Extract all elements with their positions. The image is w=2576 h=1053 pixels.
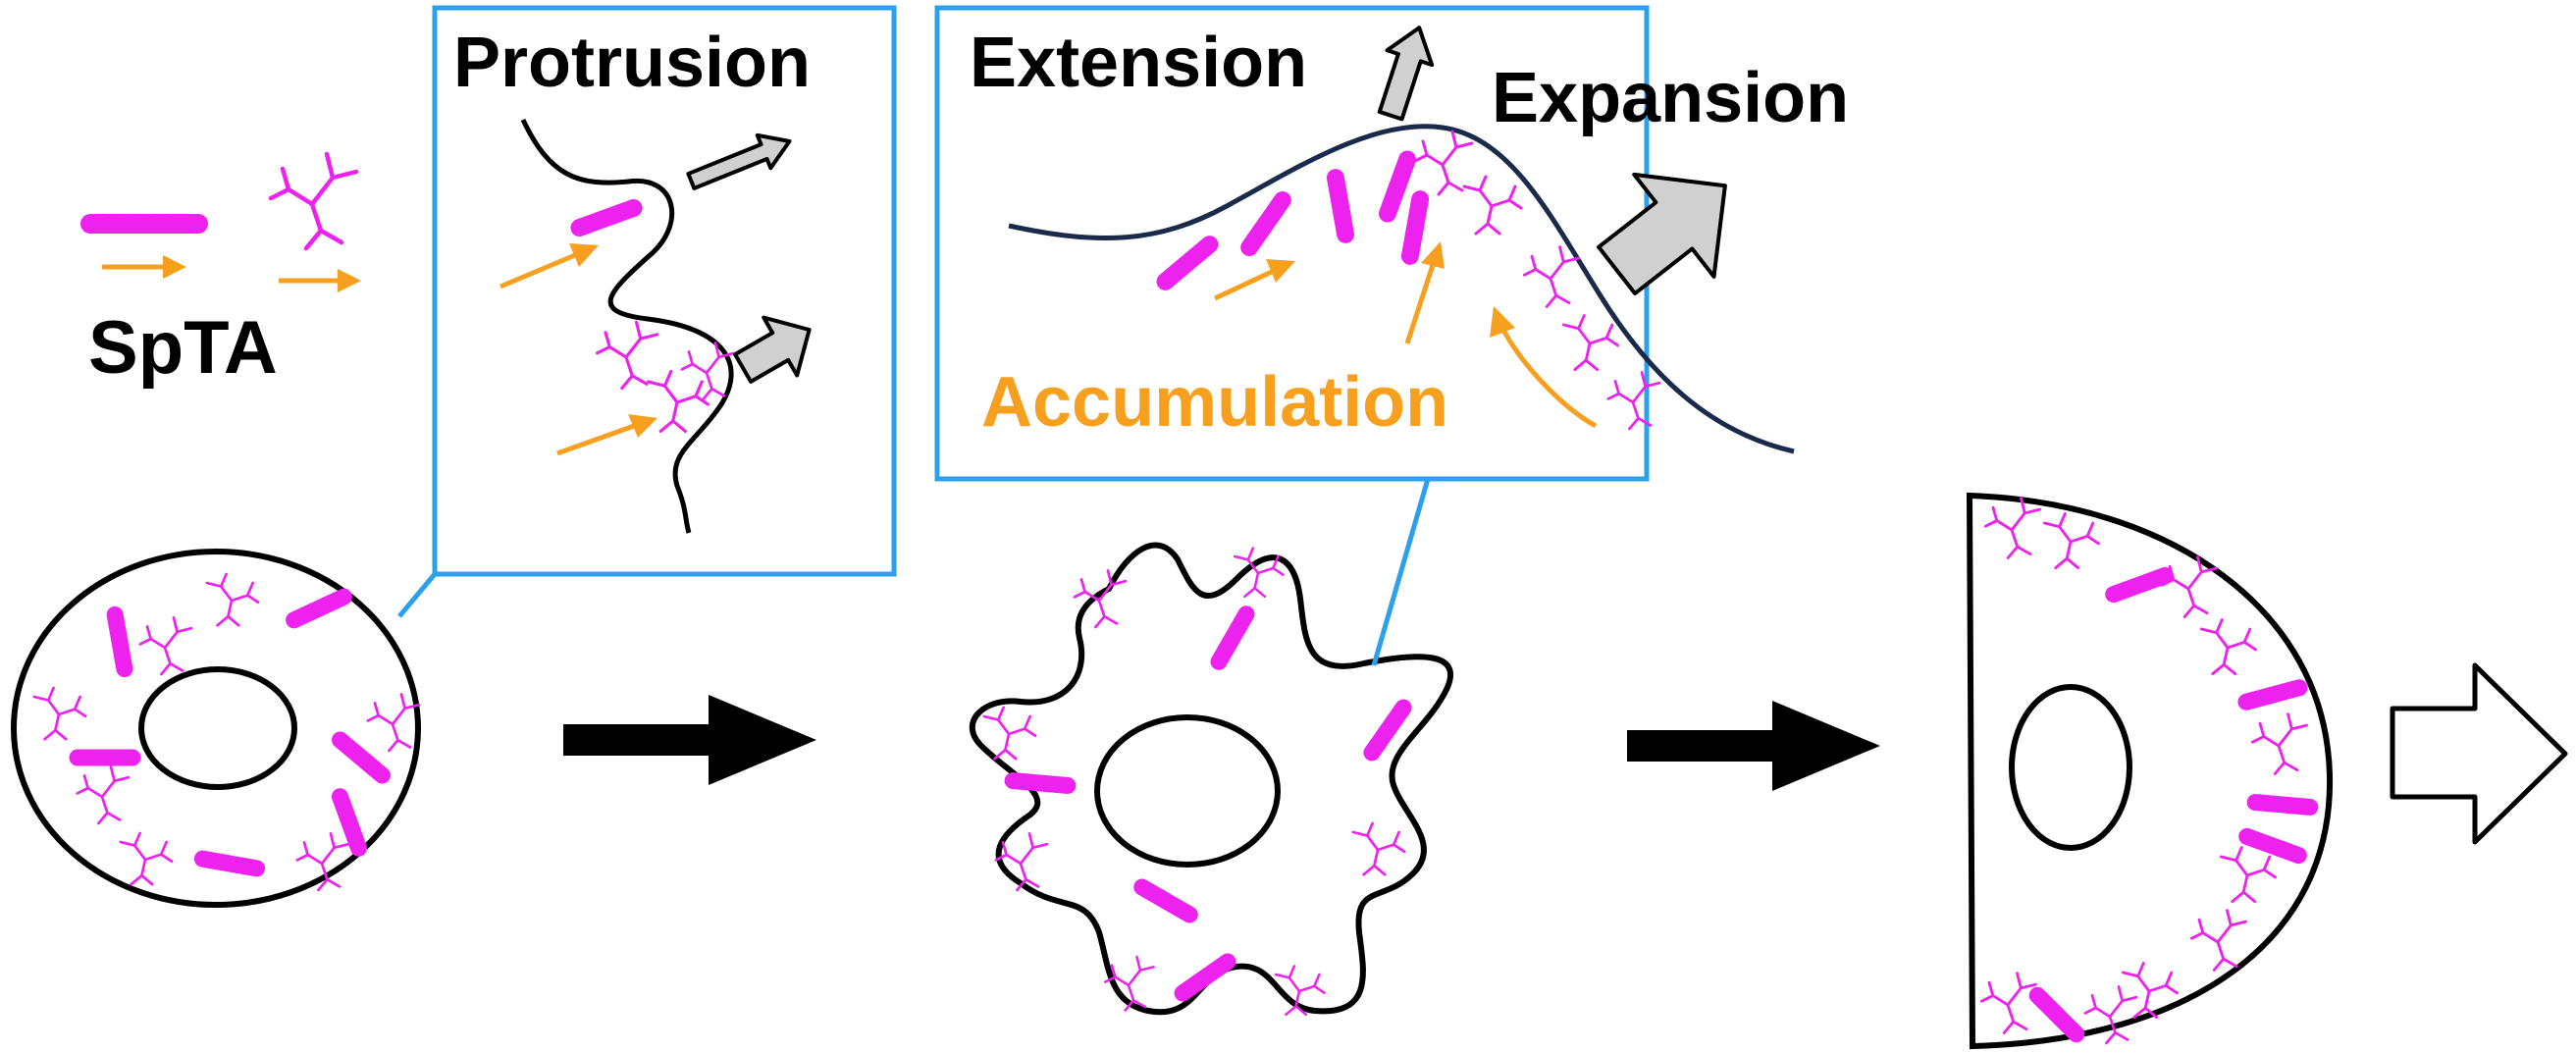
stage-1-round-cell [11,549,421,908]
cell-2-nucleus [1094,714,1281,868]
cell-3-rod [2255,803,2310,808]
protrusion-orange-arrow-1 [499,243,599,290]
extension-rod [1410,199,1420,256]
label-expansion: Expansion [1492,59,1849,137]
inset-protrusion: Protrusion [432,5,897,577]
legend-label-sptA: SpTA [88,306,278,390]
cell-3-outline [1966,492,2334,1050]
legend-orange-arrow-1 [102,255,186,279]
inset-protrusion-frame [432,5,897,577]
legend: SpTA [80,154,361,390]
cell-1-rod [115,614,125,668]
protrusion-gray-arrow-thin [686,132,792,190]
legend-orange-arrow-2 [279,269,361,292]
label-accumulation: Accumulation [981,363,1448,442]
cell-3-nucleus [2009,684,2132,851]
label-protrusion: Protrusion [453,24,811,102]
inset-extension-expansion: Extension Expansion Accumulation [934,5,1849,482]
cell-1-rod [202,859,256,869]
expansion-gray-arrow [1597,172,1727,296]
label-extension: Extension [970,24,1307,102]
stage-2-spiky-cell [969,542,1453,1017]
progression-arrow-1 [563,695,816,785]
inset-connector-extension [1371,478,1431,666]
extension-orange-arrow-2 [1404,241,1445,344]
extension-orange-arrow-curved [1490,306,1598,429]
stage-3-polarized-cell [1966,492,2334,1050]
legend-mesh [271,154,356,248]
migration-direction-arrow [2390,662,2568,845]
inset-extension-frame [934,5,1650,482]
protrusion-gray-arrow-wide [733,315,812,384]
progression-arrow-2 [1627,701,1880,791]
cell-2-rod [1013,781,1068,786]
inset-connector-protrusion [397,572,437,618]
protrusion-orange-arrow-2 [556,414,657,456]
extension-membrane [1008,124,1795,454]
cell-1-nucleus [138,666,297,790]
protrusion-membrane [520,118,734,534]
extension-rod [1336,178,1345,235]
extension-gray-arrow-up [1377,26,1435,122]
extension-orange-arrow-1 [1213,259,1295,301]
